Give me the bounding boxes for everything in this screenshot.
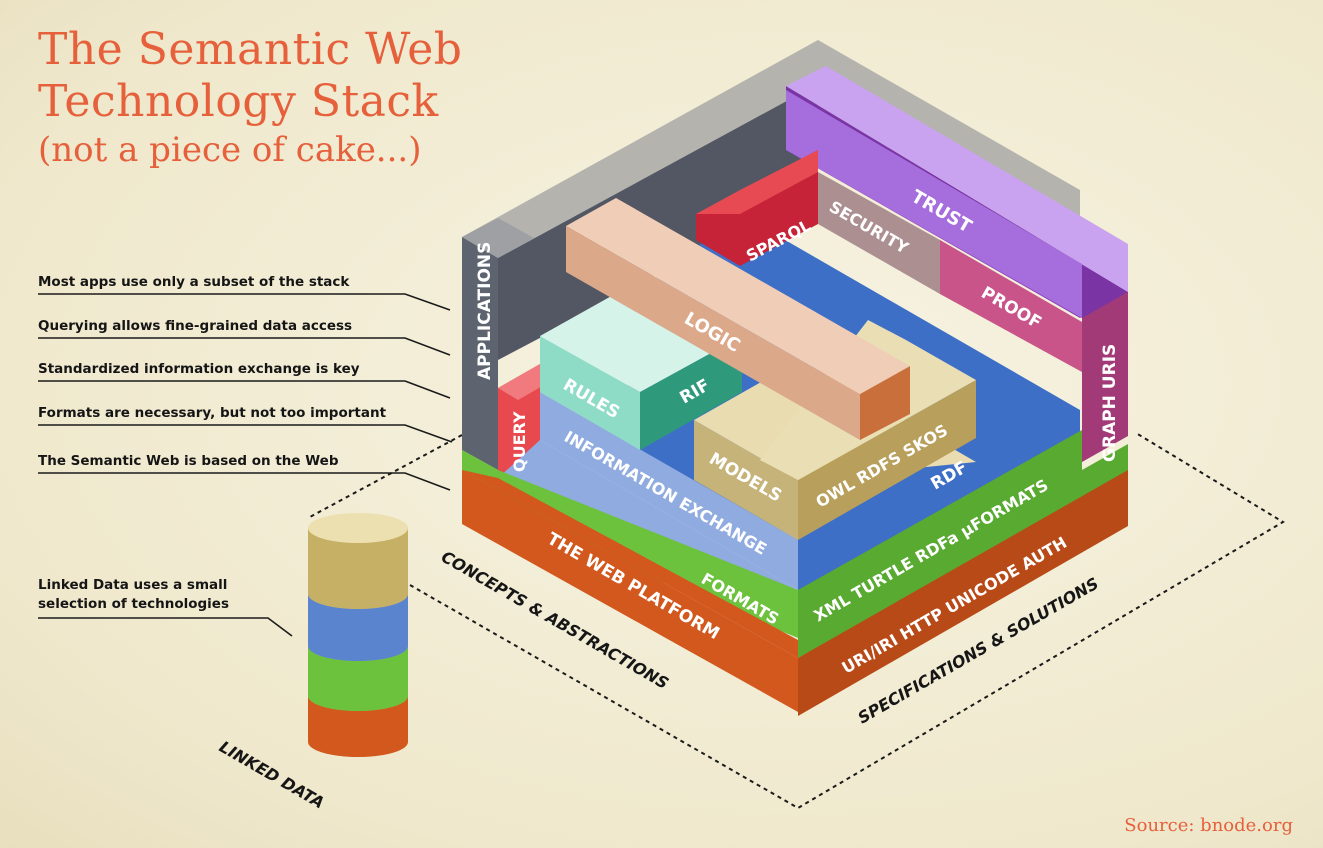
web-list-face xyxy=(798,470,1128,716)
axis-linked-data: LINKED DATA xyxy=(216,737,328,812)
format-list-face xyxy=(798,430,1128,658)
rules-top xyxy=(540,280,742,392)
label-applications: APPLICATIONS xyxy=(475,242,495,380)
trust-block xyxy=(786,90,1082,318)
linked-data-cylinder xyxy=(308,513,408,757)
owl-rdfs-skos-face xyxy=(798,380,976,540)
rules-block xyxy=(540,336,640,450)
title-line-1: The Semantic Web xyxy=(38,24,463,75)
models-block xyxy=(694,420,798,540)
logic-end xyxy=(860,366,910,440)
leader-line xyxy=(38,617,293,637)
floor-outline xyxy=(307,432,1285,810)
sparql-top xyxy=(696,150,818,214)
leader-line xyxy=(38,380,451,399)
leader-line xyxy=(38,472,451,491)
trust-top xyxy=(786,66,1128,292)
applications-pillar xyxy=(462,237,498,470)
label-query: QUERY xyxy=(510,411,529,472)
leader-line xyxy=(38,424,453,443)
formats-block xyxy=(462,450,798,638)
note-leader-lines xyxy=(38,293,453,637)
note-linked-data: Linked Data uses a small selection of te… xyxy=(38,577,229,612)
leader-line xyxy=(38,293,451,311)
rif-block xyxy=(640,336,742,450)
security-block xyxy=(818,172,940,294)
note-querying: Querying allows fine-grained data access xyxy=(38,318,353,334)
graph-uris-pillar xyxy=(1082,292,1128,462)
leader-line xyxy=(38,337,451,356)
note-subset: Most apps use only a subset of the stack xyxy=(38,274,350,290)
proof-block xyxy=(940,240,1082,372)
logic-top xyxy=(566,198,910,394)
logic-block xyxy=(566,226,860,440)
note-exchange: Standardized information exchange is key xyxy=(38,361,360,377)
information-exchange-block xyxy=(540,392,798,590)
page-title: The Semantic Web Technology Stack (not a… xyxy=(38,24,462,172)
title-line-3: (not a piece of cake...) xyxy=(38,130,422,170)
source-credit: Source: bnode.org xyxy=(1124,815,1293,836)
applications-top xyxy=(462,218,534,258)
web-platform-block xyxy=(462,470,798,712)
label-graph-uris: GRAPH URIS xyxy=(1100,344,1120,462)
title-line-2: Technology Stack xyxy=(38,76,439,127)
note-web: The Semantic Web is based on the Web xyxy=(38,453,339,469)
note-formats: Formats are necessary, but not too impor… xyxy=(38,405,387,421)
